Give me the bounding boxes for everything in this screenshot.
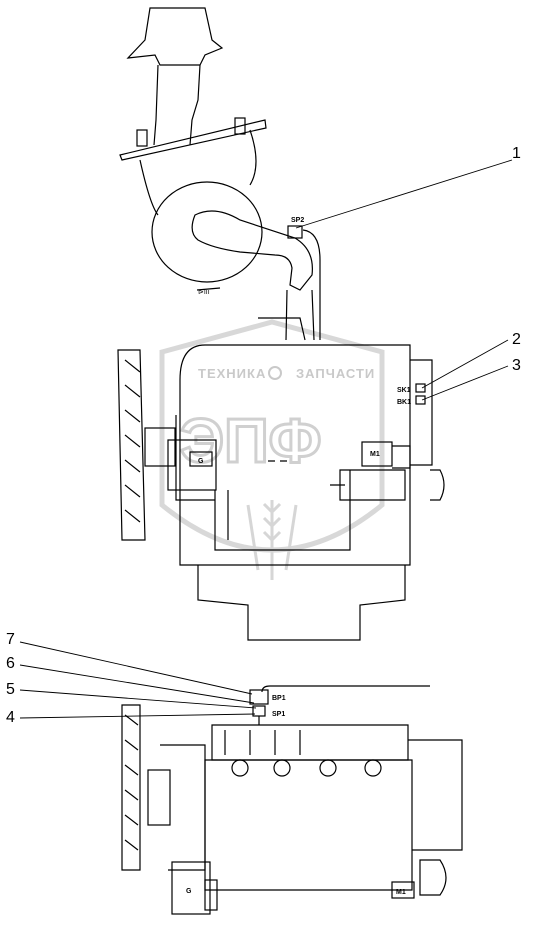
side-engine-block xyxy=(204,759,413,891)
exhaust-port-3 xyxy=(319,759,337,777)
leader-2 xyxy=(421,339,509,389)
tag-g-top: G xyxy=(198,458,204,465)
watermark-gear-icon xyxy=(268,366,282,380)
sensor-bp1 xyxy=(249,689,269,705)
starter-m1-bottom xyxy=(391,881,415,899)
callout-2: 2 xyxy=(512,331,521,348)
tag-bp1: BP1 xyxy=(272,695,286,702)
intake-pipe xyxy=(153,64,201,146)
harness-wires xyxy=(214,470,351,551)
engine-block xyxy=(179,344,411,566)
watermark-right-word: ЗАПЧАСТИ xyxy=(296,366,375,381)
riser-pipe xyxy=(285,289,315,341)
sensor-sp2 xyxy=(287,225,303,239)
tag-g-bottom: G xyxy=(186,888,192,895)
engine-side-view xyxy=(121,685,463,915)
sensor-bk1 xyxy=(415,395,426,405)
flywheel-housing xyxy=(339,469,406,501)
side-pulley xyxy=(147,769,171,826)
air-cleaner-fitting xyxy=(196,287,221,291)
tag-m1-top: M1 xyxy=(370,451,380,458)
sensor-sk1 xyxy=(415,383,426,393)
bracket-clamp-right xyxy=(234,117,246,135)
oil-pan xyxy=(197,565,406,641)
block-side-housing xyxy=(410,359,433,466)
watermark-shield xyxy=(159,319,385,553)
tag-sp1: SP1 xyxy=(272,711,285,718)
leader-6 xyxy=(19,664,255,704)
generator-g-top xyxy=(167,439,217,491)
watermark-left-word: ТЕХНИКА xyxy=(198,366,266,381)
sp2-wire xyxy=(302,229,321,340)
exhaust-port-2 xyxy=(273,759,291,777)
callout-5: 5 xyxy=(6,681,15,698)
callout-6: 6 xyxy=(6,655,15,672)
air-cleaner-fitting-mark: ⊳ııı xyxy=(198,289,210,296)
callout-1: 1 xyxy=(512,145,521,162)
side-fan-ribs xyxy=(124,714,139,851)
leader-7 xyxy=(19,641,253,695)
block-top-cover xyxy=(258,317,306,341)
leader-lines xyxy=(19,159,513,719)
elbow-pipe xyxy=(191,210,313,291)
side-starter-cap xyxy=(419,859,447,896)
valve-cover-ribs xyxy=(224,730,301,755)
bracket-clamp-left xyxy=(136,129,148,147)
intake-bracket xyxy=(119,119,267,161)
exhaust-port-1 xyxy=(231,759,249,777)
generator-g-bottom-plate xyxy=(204,879,218,911)
pulley xyxy=(144,427,176,467)
callout-4: 4 xyxy=(6,709,15,726)
generator-g-bottom xyxy=(171,861,211,915)
side-timing-cover xyxy=(160,744,206,871)
tag-sk1: SK1 xyxy=(397,387,411,394)
sensor-wire-rail xyxy=(261,685,430,693)
leader-1 xyxy=(295,159,513,229)
tag-sp2: SP2 xyxy=(291,217,304,224)
starter-solenoid xyxy=(392,445,411,469)
leader-4 xyxy=(19,713,256,719)
starter-cap xyxy=(430,469,445,501)
leader-3 xyxy=(421,365,509,401)
fan-blades xyxy=(117,349,146,541)
fan-blade-ribs xyxy=(124,359,141,523)
tag-bk1: BK1 xyxy=(397,399,411,406)
leader-5 xyxy=(19,689,257,709)
exhaust-port-4 xyxy=(364,759,382,777)
watermark-wheat-icon xyxy=(246,500,298,580)
side-fan-blades xyxy=(121,704,141,871)
flywheel-side-housing xyxy=(408,739,463,851)
engine-front-view: ⊳ııı xyxy=(117,7,445,641)
bracket-straps xyxy=(139,129,257,216)
starter-m1-top xyxy=(361,441,393,467)
intake-cap xyxy=(126,7,224,66)
callout-3: 3 xyxy=(512,357,521,374)
tag-m1-bottom: M1 xyxy=(396,889,406,896)
valve-cover xyxy=(211,724,409,761)
generator-bracket xyxy=(175,415,215,501)
air-cleaner xyxy=(151,181,263,283)
generator-g-top-plate xyxy=(189,451,213,467)
watermark: ТЕХНИКА ЗАПЧАСТИ ЭПФ xyxy=(159,319,385,580)
callout-7: 7 xyxy=(6,631,15,648)
